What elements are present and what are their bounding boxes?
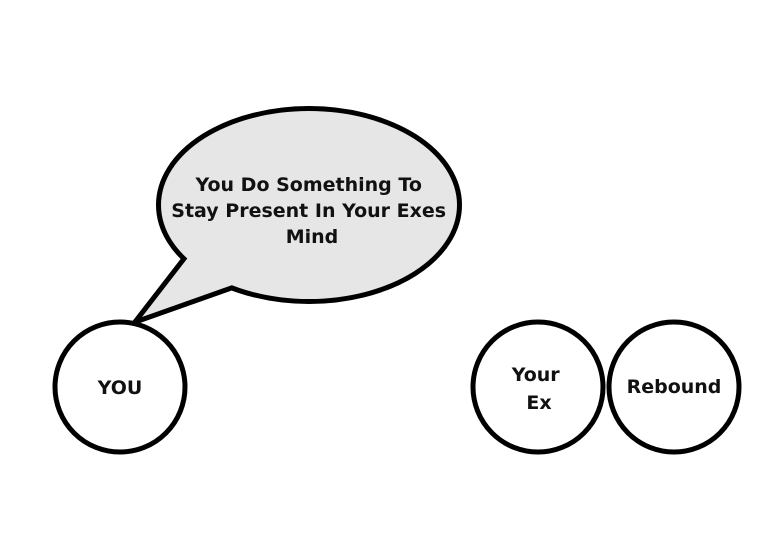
node-rebound-circle xyxy=(606,319,742,455)
node-your-ex-circle xyxy=(470,319,606,455)
node-rebound-label: Rebound xyxy=(627,376,722,398)
speech-bubble-line-3: Mind xyxy=(286,226,339,248)
node-your-ex-line-1: Your xyxy=(511,364,561,386)
node-you-label: YOU xyxy=(97,377,143,399)
node-you: YOU xyxy=(52,319,188,455)
speech-bubble-line-1: You Do Something To xyxy=(194,174,421,196)
node-your-ex-label: Your Ex xyxy=(511,364,567,414)
speech-bubble-text: You Do Something To Stay Present In Your… xyxy=(171,174,452,248)
node-you-line-1: YOU xyxy=(97,377,143,399)
node-your-ex-line-2: Ex xyxy=(526,392,551,414)
speech-bubble-tail xyxy=(142,255,238,317)
speech-bubble-line-2: Stay Present In Your Exes xyxy=(171,200,446,222)
node-your-ex: Your Ex xyxy=(470,319,606,455)
node-you-circle xyxy=(52,319,188,455)
speech-bubble-body xyxy=(161,111,457,299)
node-rebound: Rebound xyxy=(606,319,742,455)
node-rebound-line-1: Rebound xyxy=(627,376,722,398)
speech-bubble: You Do Something To Stay Present In Your… xyxy=(127,106,462,328)
